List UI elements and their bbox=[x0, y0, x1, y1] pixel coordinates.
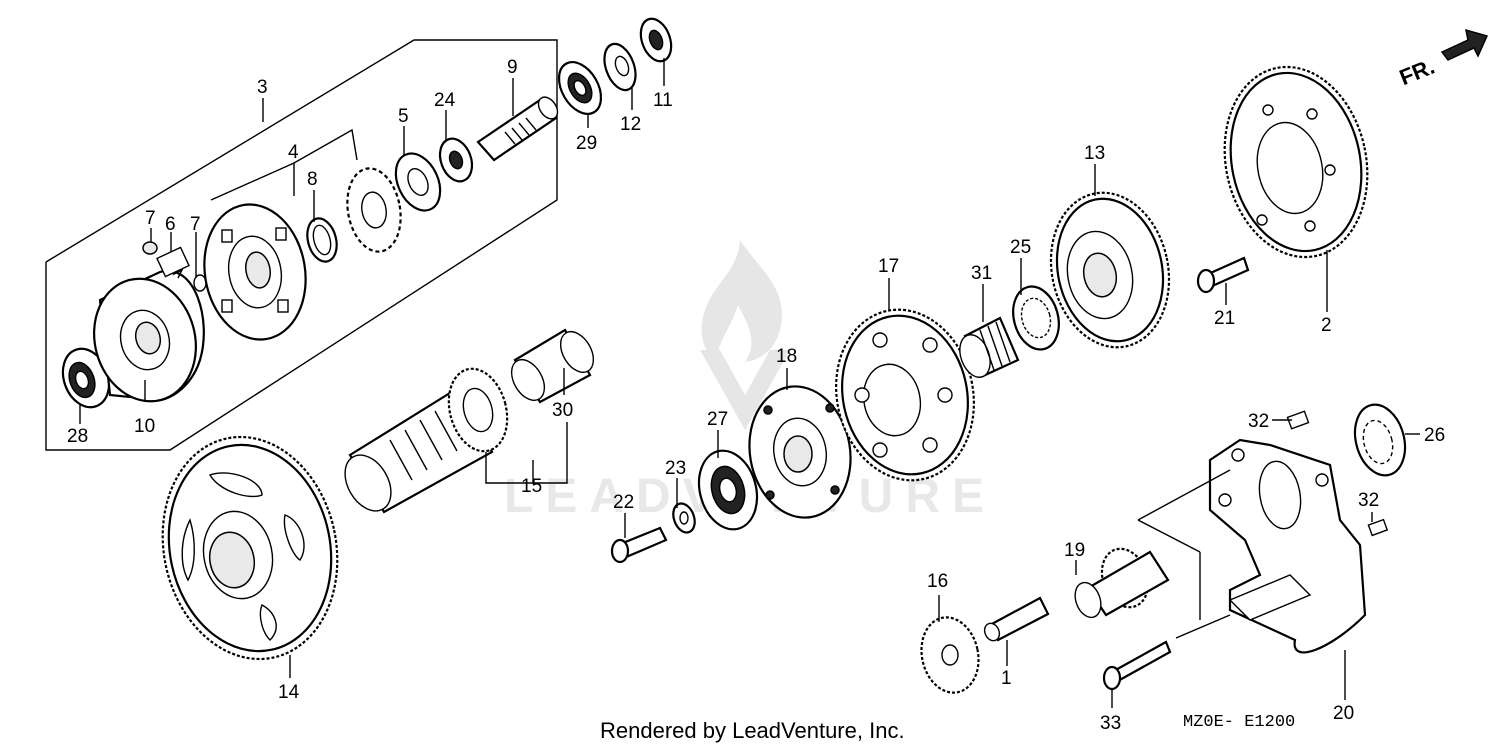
label-part-9: 9 bbox=[507, 57, 518, 78]
label-part-4: 4 bbox=[288, 142, 299, 163]
label-part-18: 18 bbox=[776, 346, 797, 367]
label-part-25: 25 bbox=[1010, 237, 1031, 258]
label-part-23: 23 bbox=[665, 458, 686, 479]
label-part-17: 17 bbox=[878, 256, 899, 277]
label-part-8: 8 bbox=[307, 169, 318, 190]
part-25-washer bbox=[1012, 285, 1060, 351]
part-28-bearing bbox=[61, 347, 111, 409]
label-part-16: 16 bbox=[927, 571, 948, 592]
part-5-washer bbox=[394, 152, 442, 212]
label-part-33: 33 bbox=[1100, 713, 1121, 734]
part-14-gear bbox=[161, 435, 339, 661]
arrow-icon bbox=[1440, 28, 1489, 61]
label-part-1: 1 bbox=[1001, 668, 1012, 689]
part-26-bearing bbox=[1353, 403, 1407, 477]
label-part-30: 30 bbox=[552, 400, 573, 421]
label-part-26: 26 bbox=[1424, 425, 1445, 446]
label-part-19: 19 bbox=[1064, 540, 1085, 561]
part-4-clutch-inner bbox=[203, 203, 307, 341]
label-part-27: 27 bbox=[707, 409, 728, 430]
part-16-gear bbox=[920, 616, 980, 694]
part-17-gear bbox=[835, 308, 975, 482]
label-part-5: 5 bbox=[398, 106, 409, 127]
part-21-bolt bbox=[1196, 256, 1250, 294]
label-part-29: 29 bbox=[576, 133, 597, 154]
label-part-28: 28 bbox=[67, 426, 88, 447]
part-29-bearing bbox=[557, 61, 603, 115]
part-7-cap-left bbox=[142, 241, 158, 255]
label-part-32-top: 32 bbox=[1248, 411, 1269, 432]
part-12-washer bbox=[603, 42, 637, 92]
label-part-12: 12 bbox=[620, 114, 641, 135]
label-part-11: 11 bbox=[653, 90, 673, 111]
front-direction-indicator: FR. bbox=[1396, 28, 1489, 90]
label-part-21: 21 bbox=[1214, 308, 1235, 329]
part-32-dowel-top bbox=[1286, 410, 1310, 430]
part-labels: 3 4 8 5 24 9 7 6 7 10 28 29 12 11 14 15 … bbox=[67, 57, 1445, 734]
label-part-10: 10 bbox=[134, 416, 155, 437]
part-13-gear bbox=[1049, 191, 1171, 349]
direction-label: FR. bbox=[1396, 54, 1438, 90]
assembly-3-bracket bbox=[45, 39, 558, 451]
part-8-circlip bbox=[306, 217, 338, 263]
part-31-needle-bearing bbox=[959, 316, 1020, 378]
label-part-7-left: 7 bbox=[145, 208, 156, 229]
leader-lines bbox=[79, 58, 1420, 708]
footer-credit: Rendered by LeadVenture, Inc. bbox=[600, 718, 905, 743]
part-32-dowel-right bbox=[1367, 518, 1389, 537]
label-part-2: 2 bbox=[1321, 315, 1332, 336]
part-15-splined-shaft bbox=[344, 367, 509, 514]
part-24-washer bbox=[438, 137, 474, 183]
diagram-code: MZ0E- E1200 bbox=[1183, 713, 1295, 732]
part-9-shaft bbox=[476, 96, 559, 162]
label-part-20: 20 bbox=[1333, 703, 1354, 724]
part-23-washer bbox=[672, 502, 696, 534]
part-27-bearing bbox=[697, 449, 759, 531]
part-1-pin bbox=[983, 596, 1050, 642]
label-part-32-right: 32 bbox=[1358, 490, 1379, 511]
part-22-bolt bbox=[610, 526, 668, 564]
label-part-15: 15 bbox=[521, 476, 542, 497]
label-part-13: 13 bbox=[1084, 143, 1105, 164]
label-part-14: 14 bbox=[278, 682, 300, 703]
part-18-hub bbox=[748, 385, 852, 519]
part-11-nut bbox=[639, 17, 673, 63]
part-10-clutch-outer bbox=[93, 269, 205, 403]
part-33-bolt bbox=[1102, 640, 1172, 691]
label-part-31: 31 bbox=[971, 263, 992, 284]
label-part-6: 6 bbox=[165, 214, 176, 235]
part-20-housing bbox=[1208, 438, 1367, 654]
part-4-sprocket bbox=[346, 167, 402, 253]
part-6-spring bbox=[156, 246, 190, 279]
label-part-3: 3 bbox=[257, 77, 268, 98]
label-part-22: 22 bbox=[613, 492, 634, 513]
label-part-24: 24 bbox=[434, 90, 456, 111]
part-2-ring-gear bbox=[1223, 65, 1369, 259]
part-19-gear-shaft bbox=[1074, 547, 1170, 619]
label-part-7-right: 7 bbox=[190, 214, 201, 235]
part-30-bushing bbox=[510, 328, 595, 404]
